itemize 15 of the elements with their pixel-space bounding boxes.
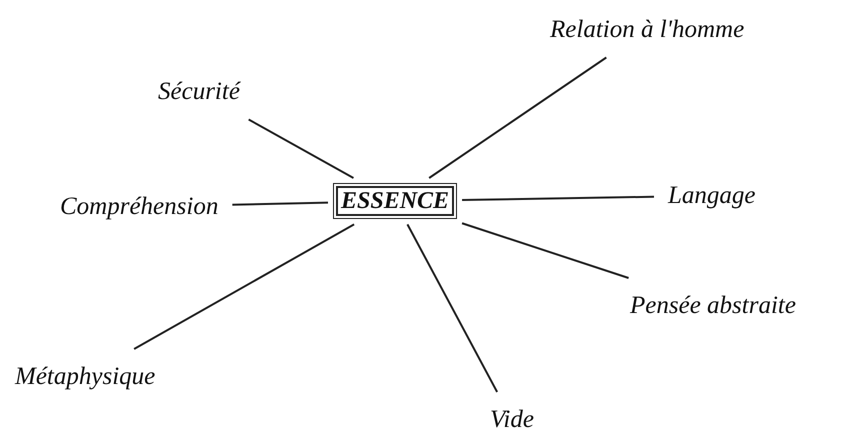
connector-line [428, 56, 607, 179]
concept-label: Langage [668, 182, 756, 210]
concept-label: Sécurité [158, 78, 240, 106]
connector-line [134, 224, 355, 350]
concept-label: Compréhension [60, 193, 218, 220]
concept-label: Vide [490, 406, 534, 434]
concept-label: Relation à l'homme [550, 16, 744, 44]
central-concept-box: ESSENCE [336, 186, 454, 216]
concept-label: Pensée abstraite [630, 292, 796, 320]
connector-line [232, 202, 328, 206]
concept-label: Métaphysique [15, 363, 156, 390]
connector-line [406, 224, 498, 392]
connector-line [462, 222, 629, 279]
connector-line [462, 196, 654, 202]
connector-line [248, 118, 354, 179]
